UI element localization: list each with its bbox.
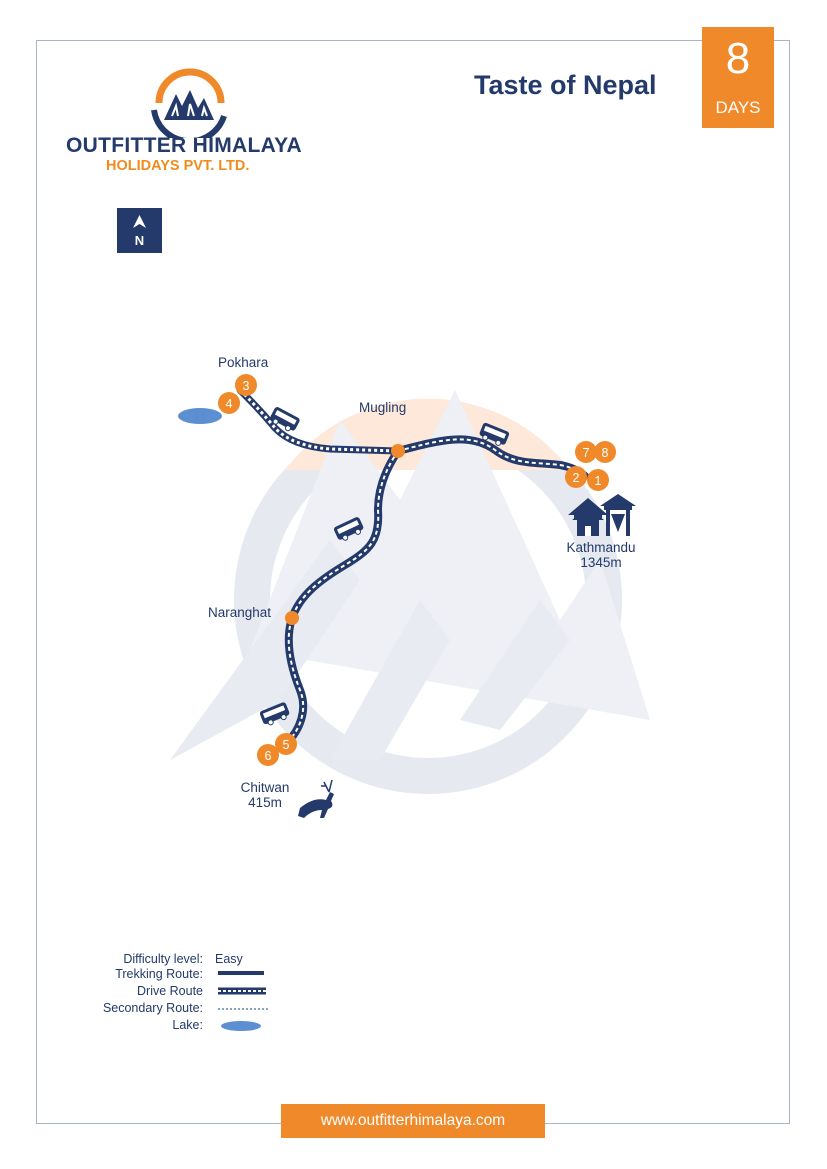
label-kathmandu: Kathmandu 1345m bbox=[560, 540, 642, 570]
temple-icon bbox=[568, 494, 636, 536]
label-chitwan: Chitwan 415m bbox=[234, 780, 296, 810]
legend-lake-label: Lake: bbox=[172, 1018, 203, 1032]
svg-text:6: 6 bbox=[265, 749, 272, 763]
secondary-route-pokhara-mugling bbox=[236, 386, 402, 455]
day-marker: 7 bbox=[575, 441, 597, 463]
legend-symbols bbox=[218, 971, 268, 1031]
label-mugling: Mugling bbox=[359, 400, 407, 415]
north-arrow-icon bbox=[133, 215, 146, 228]
legend-trekking-row: Trekking Route: bbox=[70, 967, 290, 983]
deer-icon bbox=[298, 779, 334, 818]
chitwan-altitude: 415m bbox=[248, 795, 282, 810]
company-logo: OUTFITTER HIMALAYA HOLIDAYS PVT. LTD. bbox=[64, 58, 314, 178]
legend-difficulty-label: Difficulty level: bbox=[123, 952, 203, 966]
label-naranghat: Naranghat bbox=[208, 605, 272, 620]
watermark-logo-icon bbox=[170, 390, 650, 794]
bus-icon bbox=[259, 702, 290, 726]
label-pokhara: Pokhara bbox=[218, 355, 269, 370]
svg-text:2: 2 bbox=[573, 471, 580, 485]
svg-text:4: 4 bbox=[226, 397, 233, 411]
day-marker: 6 bbox=[257, 744, 279, 766]
svg-text:1: 1 bbox=[595, 474, 602, 488]
mugling-junction-dot bbox=[391, 444, 405, 458]
day-marker: 2 bbox=[565, 466, 587, 488]
drive-route-mugling-chitwan bbox=[282, 447, 402, 748]
logo-emblem-icon bbox=[151, 68, 227, 138]
day-marker: 8 bbox=[594, 441, 616, 463]
days-label: DAYS bbox=[715, 98, 761, 117]
day-marker: 3 bbox=[235, 374, 257, 396]
north-arrow: N bbox=[117, 208, 162, 253]
legend-difficulty-value: Easy bbox=[215, 952, 243, 966]
days-count: 8 bbox=[725, 34, 751, 83]
legend-difficulty-row: Difficulty level: Easy bbox=[70, 952, 290, 968]
legend-drive-label: Drive Route bbox=[137, 984, 203, 998]
svg-text:5: 5 bbox=[283, 738, 290, 752]
brand-name: OUTFITTER HIMALAYA bbox=[66, 134, 303, 157]
svg-text:7: 7 bbox=[583, 446, 590, 460]
legend-secondary-row: Secondary Route: bbox=[70, 1001, 290, 1017]
legend-trekking-label: Trekking Route: bbox=[115, 967, 203, 981]
day-marker: 4 bbox=[218, 392, 240, 414]
day-marker: 1 bbox=[587, 469, 609, 491]
legend-lake-row: Lake: bbox=[70, 1018, 290, 1034]
bus-icon bbox=[270, 407, 300, 432]
svg-text:8: 8 bbox=[602, 446, 609, 460]
chitwan-name: Chitwan bbox=[240, 780, 290, 795]
naranghat-junction-dot bbox=[285, 611, 299, 625]
pokhara-lake-icon bbox=[178, 408, 222, 424]
brand-subtitle: HOLIDAYS PVT. LTD. bbox=[106, 158, 250, 174]
bus-icon bbox=[333, 517, 364, 541]
bus-icon bbox=[479, 422, 510, 446]
svg-text:3: 3 bbox=[243, 379, 250, 393]
legend-lake-icon bbox=[221, 1021, 261, 1031]
north-label: N bbox=[134, 233, 145, 248]
trip-title: Taste of Nepal bbox=[474, 70, 657, 100]
days-badge: 8 DAYS bbox=[702, 27, 774, 128]
legend-drive-row: Drive Route bbox=[70, 984, 290, 1000]
kathmandu-name: Kathmandu bbox=[566, 540, 636, 555]
website-link[interactable]: www.outfitterhimalaya.com bbox=[281, 1104, 545, 1138]
kathmandu-altitude: 1345m bbox=[580, 555, 622, 570]
day-marker: 5 bbox=[275, 733, 297, 755]
legend-secondary-label: Secondary Route: bbox=[102, 1001, 203, 1015]
